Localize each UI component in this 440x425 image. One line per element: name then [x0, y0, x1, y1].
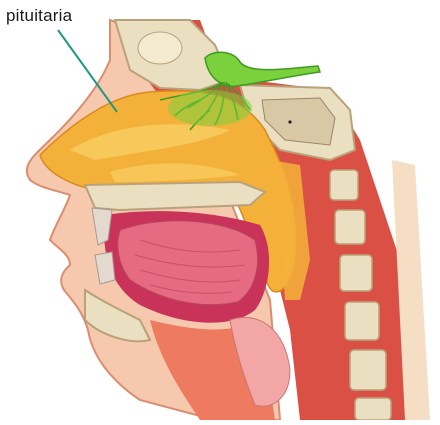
olfactory-bulb — [205, 52, 320, 86]
pituitaria-label: pituitaria — [6, 6, 72, 26]
hard-palate — [85, 182, 265, 210]
olfactory-epithelium — [168, 90, 252, 126]
sinus-dot — [288, 120, 291, 123]
frontal-sinus — [138, 32, 182, 64]
